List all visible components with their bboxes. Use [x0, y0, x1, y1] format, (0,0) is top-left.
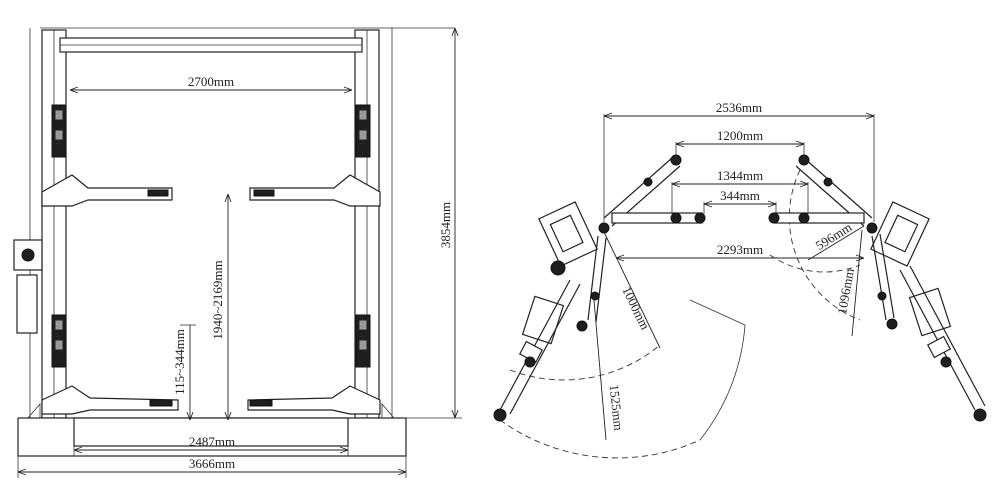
right-column-top [870, 201, 952, 337]
dim-long-arm-max: 1525mm [607, 384, 627, 432]
hydraulic-tank [16, 274, 38, 334]
top-view: 2536mm 1200mm 1344mm 344mm 2293mm 596mm … [493, 100, 987, 459]
dim-short-arm-max: 1096mm [834, 267, 857, 315]
dim-overall-arm-span: 2536mm [716, 100, 762, 115]
front-view: 2700mm 1940~2169mm 115~344mm 2487mm 3666… [13, 27, 462, 478]
dim-overall-height: 3854mm [438, 202, 453, 248]
right-arms-top [768, 154, 987, 422]
dim-drive-through: 2487mm [189, 434, 235, 449]
dim-inner-arm-span: 1200mm [717, 128, 763, 143]
left-column-top [521, 201, 598, 345]
dim-lift-height: 1940~2169mm [210, 260, 225, 339]
dim-overall-width: 3666mm [189, 456, 235, 471]
dim-column-spacing: 2700mm [188, 74, 234, 89]
upper-arms [41, 174, 381, 207]
dim-pad-span-long: 1344mm [717, 168, 763, 183]
dim-long-arm: 1000mm [619, 284, 653, 332]
dim-pad-span-short: 344mm [720, 188, 760, 203]
left-arms-top [493, 154, 706, 422]
dim-short-arm: 596mm [813, 219, 855, 253]
dim-pad-height: 115~344mm [172, 329, 187, 395]
lower-arms [41, 385, 381, 415]
dim-column-inner-span: 2293mm [717, 242, 763, 257]
